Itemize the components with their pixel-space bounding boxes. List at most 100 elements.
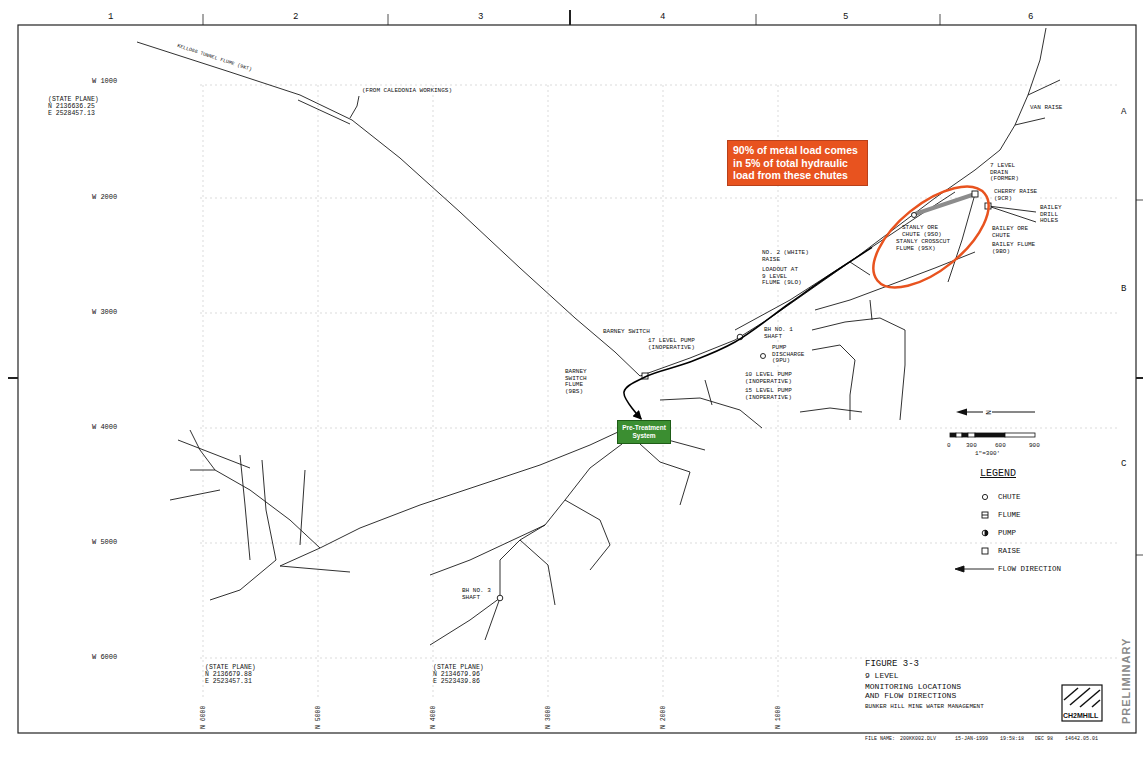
logo-box	[1062, 685, 1102, 721]
tunnel-label: KELLOGG TUNNEL FLUME (9KT)	[176, 44, 252, 73]
grid-line	[200, 658, 1120, 659]
drift-line	[705, 380, 712, 405]
flume-label: LOADOUT AT 9 LEVEL FLUME (9LO)	[762, 267, 803, 287]
column-ref: 5	[843, 13, 848, 23]
drift-line	[300, 470, 305, 545]
drift-line	[812, 318, 905, 420]
drift-line	[815, 252, 975, 310]
workings-label: (FROM CALEDONIA WORKINGS)	[362, 88, 452, 95]
company-logo	[1062, 685, 1102, 721]
company-name: CH2MHILL	[1063, 712, 1098, 720]
drift-line	[298, 100, 350, 124]
treatment-box: Pre-Treatment System	[617, 420, 671, 444]
sheet-frame	[8, 10, 1143, 733]
pump-sample	[985, 530, 988, 536]
flow-direction-sample	[955, 566, 964, 572]
pump-sample	[982, 530, 988, 536]
drift-line	[210, 560, 276, 600]
raise-sample	[982, 548, 988, 554]
grid-coordinate: W 1000	[92, 78, 117, 86]
drift-line	[170, 490, 220, 500]
column-ref: 1	[108, 13, 113, 23]
grid-line	[318, 85, 319, 700]
state-plane-note: (STATE PLANE) N 2134679.96 E 2523439.86	[433, 664, 485, 685]
drain-label: 7 LEVEL DRAIN (FORMER)	[990, 163, 1020, 183]
scale-segment	[962, 433, 968, 437]
frame-tick	[1136, 200, 1143, 201]
file-info: 200KK002.DLV	[900, 737, 936, 743]
logo-stripe	[1080, 690, 1100, 707]
drift-line	[137, 42, 352, 120]
treatment-label: Pre-Treatment System	[620, 424, 668, 440]
chute-label: BAILEY ORE CHUTE	[992, 226, 1030, 239]
grid-coordinate: N 1000	[775, 706, 782, 729]
scale-value: 600	[995, 443, 1006, 450]
flume-label: BARNEY SWITCH FLUME (9BS)	[565, 369, 588, 395]
drift-line	[660, 398, 700, 400]
legend-text: FLUME	[998, 511, 1021, 519]
callout-box: 90% of metal load comes in 5% of total h…	[727, 140, 868, 186]
grid-line	[200, 543, 1120, 544]
mine-workings	[137, 28, 1060, 645]
scale-segment	[1005, 433, 1035, 437]
frame-border	[18, 25, 1136, 733]
flume-symbol	[972, 191, 978, 197]
north-arrow	[956, 409, 1035, 416]
legend-text: FLOW DIRECTION	[998, 565, 1061, 573]
shaft-symbol	[497, 595, 503, 601]
column-ref: 3	[478, 13, 483, 23]
logo-stripe	[1070, 688, 1090, 705]
pump-label: 10 LEVEL PUMP (INOPERATIVE)	[745, 372, 793, 385]
figure-subtitle: MONITORING LOCATIONS AND FLOW DIRECTIONS	[865, 683, 963, 701]
frame-tick	[203, 14, 204, 25]
scale-segment	[968, 433, 975, 437]
file-info: 15-JAN-1999	[955, 737, 988, 743]
north-arrow-line	[962, 412, 1035, 413]
station-symbols	[497, 191, 991, 601]
north-label: N	[983, 410, 992, 415]
drift-line	[280, 566, 350, 572]
highlight-ellipse-region: STANLY ORE CHUTE (9SO)STANLY CROSSCUT FL…	[872, 185, 990, 289]
flow-arrow	[624, 247, 872, 419]
frame-tick	[940, 14, 941, 25]
row-ref: C	[1121, 460, 1126, 470]
scale-value: 300	[966, 443, 977, 450]
file-info: 19:58:18	[1000, 737, 1024, 743]
drift-line	[262, 460, 276, 560]
drift-line	[485, 444, 622, 640]
grid-coordinate: W 3000	[92, 309, 117, 317]
drift-line	[700, 398, 762, 428]
drill-hole-label: BAILEY DRILL HOLES	[1040, 205, 1063, 225]
frame-tick	[756, 14, 757, 25]
callout-text: 90% of metal load comes in 5% of total h…	[733, 144, 862, 182]
drift-line	[1015, 118, 1045, 125]
frame-tick	[1136, 377, 1143, 379]
flume-label: BAILEY FLUME (9BO)	[992, 242, 1037, 255]
raise-label: NO. 2 (WHITE) RAISE	[762, 250, 810, 263]
scale-bar	[950, 433, 1035, 437]
grid-line	[663, 85, 664, 700]
frame-tick	[8, 377, 18, 379]
row-ref: B	[1121, 285, 1126, 295]
drift-line	[1028, 80, 1060, 95]
grid-coordinate: N 2000	[660, 706, 667, 729]
pump-label: PUMP DISCHARGE (9PU)	[772, 345, 806, 365]
drift-line	[850, 262, 870, 275]
shaft-label: BH NO. 3 SHAFT	[462, 588, 492, 601]
drift-line	[430, 598, 500, 645]
drift-line	[640, 28, 1046, 376]
grid-line	[203, 85, 204, 700]
legend-samples	[955, 494, 994, 572]
grid-coordinate: N 4000	[430, 706, 437, 729]
legend-text: RAISE	[998, 547, 1021, 555]
legend-heading: LEGEND	[980, 468, 1016, 479]
file-info: 14642.05.01	[1065, 737, 1098, 743]
figure-subtitle: 9 LEVEL	[865, 672, 899, 681]
coordinate-grid	[200, 85, 1120, 700]
pump-label: 15 LEVEL PUMP (INOPERATIVE)	[745, 388, 793, 401]
grid-coordinate: N 6000	[200, 706, 207, 729]
state-plane-note: (STATE PLANE) N 2136636.25 E 2528457.13	[48, 96, 100, 117]
scale-value: 900	[1029, 443, 1040, 450]
location-label: BARNEY SWITCH	[603, 329, 650, 336]
